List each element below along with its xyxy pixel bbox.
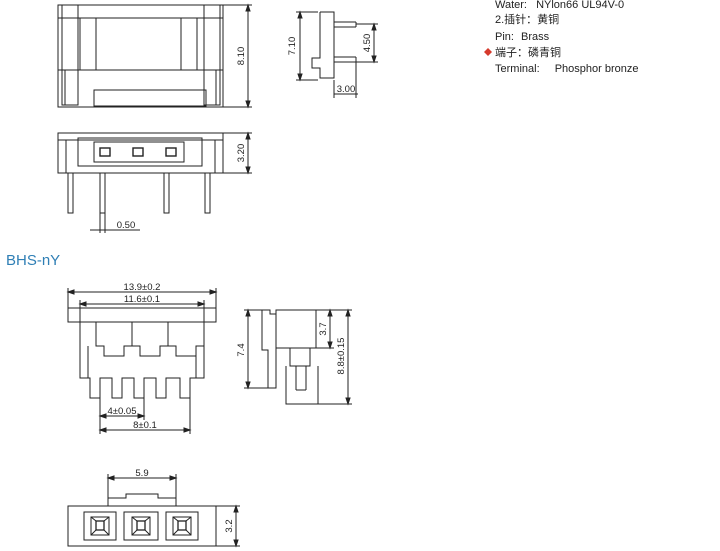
section-title: BHS-nY <box>6 252 60 269</box>
top-front-view <box>57 3 252 109</box>
pin-cn: 2.插针：黄铜 <box>495 12 559 26</box>
dim-front-height: 7.4 <box>236 343 247 356</box>
water-label: Water: <box>495 0 527 11</box>
dim-bottom-width: 5.9 <box>135 468 148 479</box>
material-notes: Water: NYlon66 UL94V-0 2.插针：黄铜 Pin: Bras… <box>484 0 638 75</box>
bhs-side-view <box>244 308 352 406</box>
svg-text:Terminal: Phosphor bronz: Terminal: Phosphor bronze <box>495 63 638 75</box>
dim-side-pin-height: 4.50 <box>362 34 373 53</box>
dim-side-base: 3.00 <box>337 84 356 95</box>
dim-bottom-height: 3.20 <box>236 144 247 163</box>
dim-side-height: 7.10 <box>287 37 298 56</box>
dim-slot-width: 4±0.05 <box>108 406 137 417</box>
red-bullet-icon <box>484 48 492 56</box>
dim-side-total-height: 8.8±0.15 <box>336 338 347 375</box>
terminal-en-value: Phosphor bronze <box>555 63 639 75</box>
pin-en-value: Brass <box>521 31 550 43</box>
svg-text:Water: NYlon66 UL94V-0: Water: NYlon66 UL94V-0 <box>495 0 624 11</box>
dim-pin-pitch: 0.50 <box>117 220 136 231</box>
terminal-cn: 端子：磷青铜 <box>495 45 561 59</box>
svg-text:Pin: Brass: Pin: Brass <box>495 31 550 43</box>
pin-en-label: Pin: <box>495 31 514 43</box>
dim-overall-width: 13.9±0.2 <box>124 282 161 293</box>
top-bottom-view <box>57 131 252 233</box>
water-value: NYlon66 UL94V-0 <box>536 0 624 11</box>
dim-top-front-height: 8.10 <box>236 47 247 66</box>
top-side-view <box>296 10 378 98</box>
dim-inner-width: 11.6±0.1 <box>124 294 160 305</box>
bhs-front-view <box>66 288 218 434</box>
dim-slot-span: 8±0.1 <box>133 420 157 431</box>
bhs-bottom-view <box>67 474 240 548</box>
dim-bottom-depth: 3.2 <box>224 519 235 532</box>
terminal-en-label: Terminal: <box>495 63 540 75</box>
dim-side-top-height: 3.7 <box>318 322 329 335</box>
